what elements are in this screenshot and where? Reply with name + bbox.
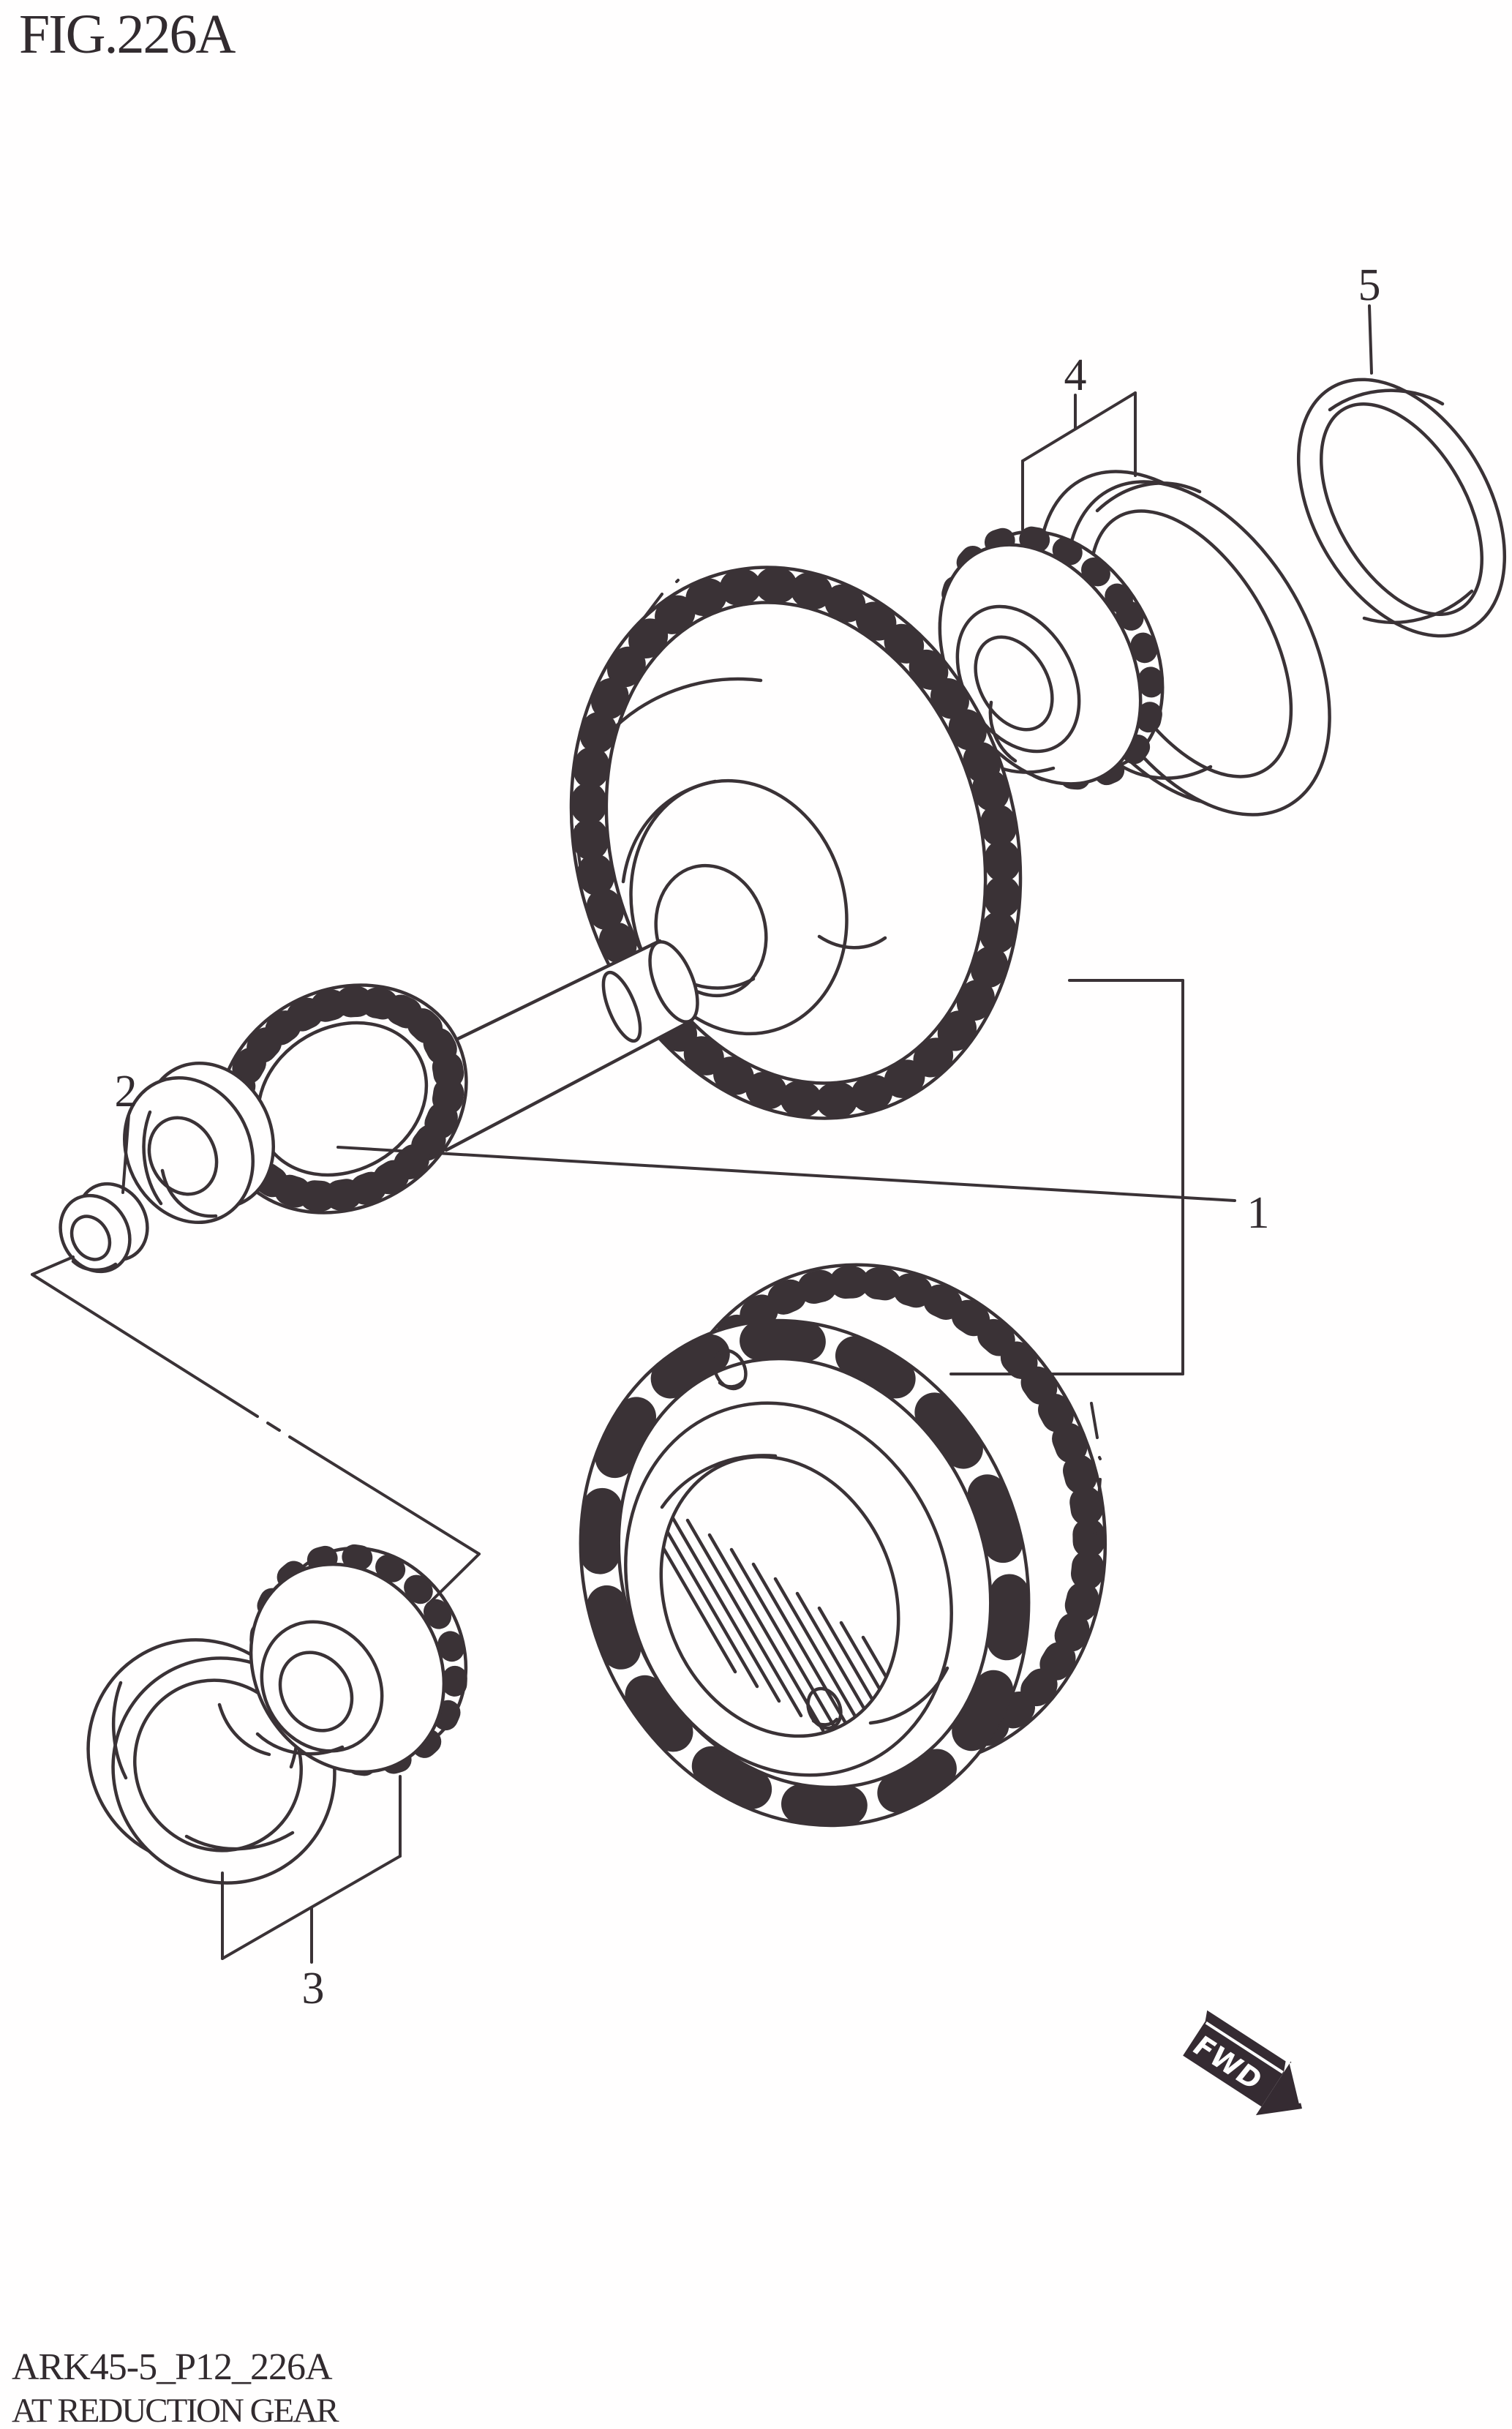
callout-label-3: 3	[302, 1964, 325, 2013]
leader-callout-3	[221, 1775, 402, 1964]
reduction-gear-driven-icon	[579, 1263, 1107, 1828]
leader-callout-1	[336, 979, 1236, 1375]
callout-label-1: 1	[1247, 1188, 1270, 1238]
leader-callout-2	[31, 1114, 481, 1604]
pinion-gear-icon	[123, 983, 468, 1225]
tapered-bearing-part-3-icon	[217, 1544, 468, 1776]
figure-title: FIG.226A	[19, 4, 236, 65]
leader-callout-5	[1368, 304, 1373, 375]
footer-part-code: ARK45-5_P12_226A	[12, 2346, 333, 2388]
leader-callout-4	[1021, 391, 1137, 531]
callout-label-5: 5	[1358, 260, 1381, 310]
fwd-arrow: FWD	[1183, 2010, 1302, 2116]
bushing-part-2-icon	[59, 1182, 149, 1274]
callout-label-2: 2	[115, 1067, 138, 1116]
footer-caption: AT REDUCTION GEAR	[12, 2392, 339, 2429]
snap-ring-part-5-icon	[1296, 378, 1507, 638]
callout-label-4: 4	[1064, 350, 1087, 400]
